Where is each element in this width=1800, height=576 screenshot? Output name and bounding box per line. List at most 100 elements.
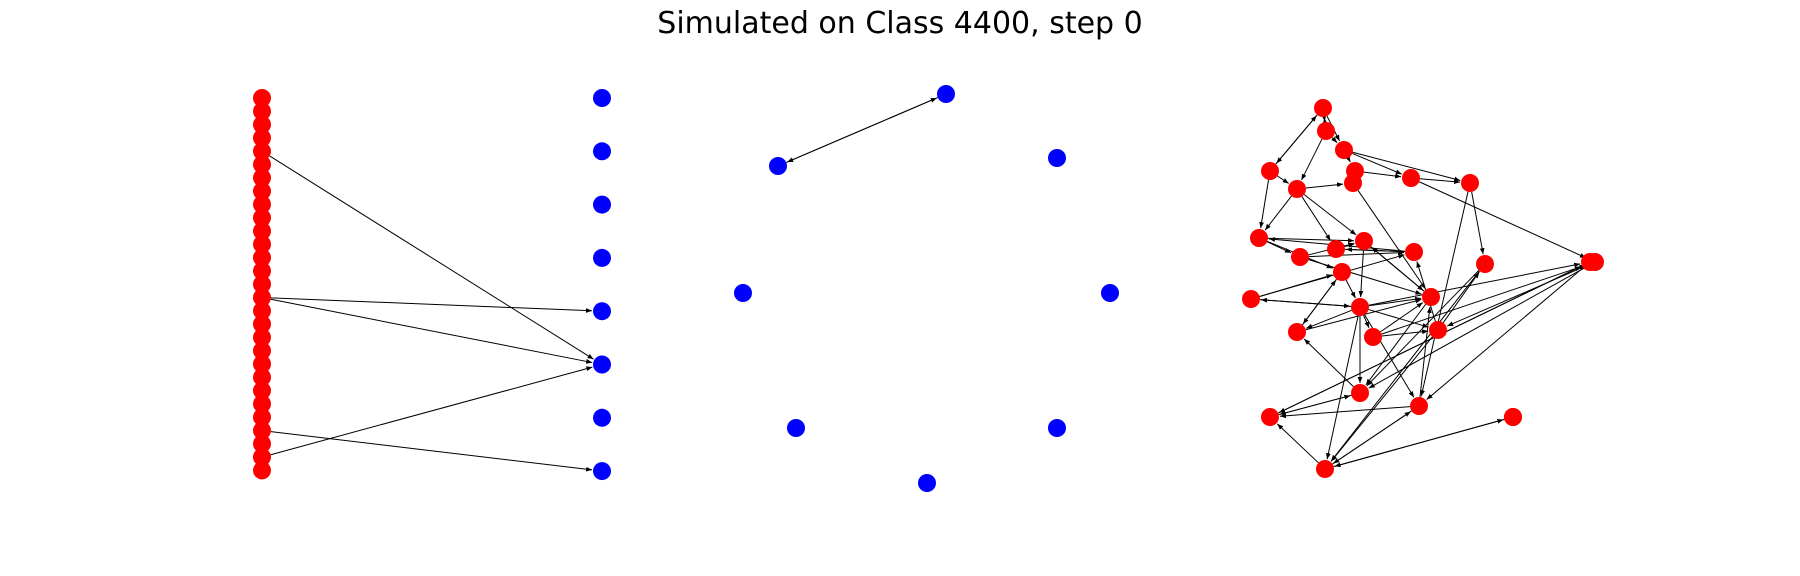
node-bipartite-r27 [253, 448, 271, 467]
edge-network-n7-n10 [1418, 181, 1587, 259]
edge-network-n17-n20 [1368, 296, 1422, 307]
node-bipartite-r25 [253, 421, 271, 440]
edge-ring-c0-c1 [786, 97, 938, 163]
edge-network-n29-n24 [1426, 267, 1584, 400]
node-bipartite-r3 [253, 128, 271, 147]
edge-bipartite-r15-b5 [270, 298, 593, 364]
node-bipartite-r23 [253, 394, 271, 413]
node-bipartite-r28 [253, 461, 271, 480]
node-network-n11 [1250, 229, 1268, 247]
edge-bipartite-r25-b7 [270, 431, 593, 472]
node-ring-c2 [1048, 149, 1066, 167]
node-ring-c6 [1048, 419, 1066, 437]
edge-network-n2-n7 [1352, 153, 1402, 175]
node-network-n14 [1355, 232, 1373, 250]
edge-network-n8-n9 [1471, 191, 1485, 255]
node-network-n8 [1461, 174, 1479, 192]
edges-layer [269, 97, 1588, 472]
node-network-n28 [1504, 408, 1522, 426]
edge-network-n7-n8 [1419, 178, 1461, 185]
node-bipartite-r20 [253, 355, 271, 373]
edge-network-n21-n22 [1381, 329, 1429, 337]
node-network-n20 [1422, 288, 1440, 306]
edge-network-n26-n24 [1332, 411, 1411, 465]
edge-network-n3-n11 [1259, 179, 1270, 229]
edge-network-n20-n14 [1371, 247, 1425, 292]
edge-network-n15-n17 [1345, 279, 1356, 299]
node-bipartite-b6 [593, 408, 611, 427]
figure-title: Simulated on Class 4400, step 0 [657, 6, 1143, 41]
node-bipartite-r24 [253, 408, 271, 427]
node-network-n12 [1291, 248, 1309, 266]
edge-network-n17-n26 [1326, 315, 1359, 460]
node-bipartite-r8 [253, 195, 271, 214]
edge-network-n27-n26 [1334, 418, 1505, 468]
edge-network-n5-n13 [1301, 196, 1331, 241]
edge-network-n15-n19 [1302, 278, 1337, 325]
edge-network-n17-n19 [1306, 309, 1352, 329]
node-bipartite-b7 [593, 462, 611, 481]
edge-network-n25-n23 [1278, 394, 1351, 416]
edge-network-n22-n9 [1442, 271, 1480, 323]
node-bipartite-r13 [253, 261, 271, 280]
node-ring-c7 [918, 474, 936, 492]
node-ring-c5 [787, 419, 805, 437]
edge-network-n10-n22 [1446, 265, 1587, 327]
edge-bipartite-r27-b5 [270, 366, 593, 456]
node-bipartite-r14 [253, 275, 271, 294]
node-network-n0 [1314, 99, 1332, 117]
node-network-n1 [1317, 122, 1335, 140]
node-bipartite-r4 [253, 142, 271, 161]
node-bipartite-r11 [253, 235, 271, 254]
edge-network-n1-n0 [1322, 117, 1328, 125]
node-bipartite-r12 [253, 248, 271, 267]
edge-network-n17-n22 [1368, 309, 1429, 328]
node-ring-c4 [1101, 284, 1119, 302]
edge-network-n10-n23 [1368, 265, 1588, 389]
node-network-n6 [1344, 174, 1362, 192]
node-bipartite-b3 [593, 248, 611, 267]
edge-network-n1-n2 [1331, 136, 1338, 144]
node-network-n21 [1364, 328, 1382, 346]
node-bipartite-r5 [253, 155, 271, 174]
node-bipartite-b5 [593, 355, 611, 374]
edge-network-n2-n8 [1352, 151, 1461, 182]
node-bipartite-b2 [593, 195, 611, 214]
node-network-n22 [1429, 321, 1447, 339]
node-bipartite-r10 [253, 222, 271, 240]
edge-bipartite-r4-b5 [269, 155, 594, 360]
node-network-n25 [1261, 408, 1279, 426]
edge-network-n26-n25 [1276, 423, 1319, 464]
node-network-n13 [1327, 240, 1345, 258]
edge-network-n5-n14 [1303, 194, 1357, 236]
node-bipartite-r7 [253, 182, 271, 201]
edge-network-n4-n7 [1363, 171, 1402, 179]
node-bipartite-r19 [253, 341, 271, 360]
edge-network-n2-n4 [1345, 155, 1351, 163]
node-bipartite-r18 [253, 328, 271, 347]
node-bipartite-r1 [253, 102, 271, 121]
edge-network-n16-n13 [1345, 247, 1406, 253]
edge-network-n21-n10 [1381, 264, 1586, 335]
edge-network-n9-n23 [1366, 270, 1480, 387]
node-bipartite-r6 [253, 168, 271, 187]
node-network-n15 [1333, 263, 1351, 281]
node-network-n17 [1351, 298, 1369, 316]
node-network-n16 [1405, 243, 1423, 261]
node-network-n29 [1581, 253, 1599, 271]
node-bipartite-r15 [253, 288, 271, 307]
edge-network-n1-n5 [1301, 138, 1323, 181]
node-bipartite-b1 [593, 142, 611, 161]
edge-network-n12-n20 [1308, 259, 1422, 295]
edge-network-n17-n21 [1363, 315, 1370, 329]
edge-network-n21-n20 [1380, 302, 1424, 333]
node-bipartite-r9 [253, 208, 271, 227]
edge-network-n22-n26 [1330, 336, 1433, 462]
node-network-n9 [1476, 255, 1494, 273]
edge-network-n20-n23 [1365, 303, 1427, 386]
edge-network-n14-n17 [1358, 249, 1364, 298]
node-network-n23 [1351, 384, 1369, 402]
node-bipartite-r17 [253, 315, 271, 334]
edge-network-n23-n19 [1303, 338, 1354, 388]
